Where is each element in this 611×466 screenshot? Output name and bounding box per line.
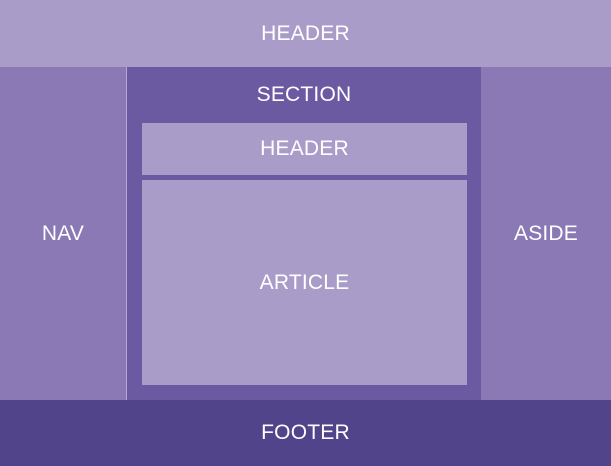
- nav-block: NAV: [0, 67, 126, 400]
- section-label: SECTION: [256, 83, 352, 106]
- article-block: ARTICLE: [142, 180, 467, 385]
- top-header-block: HEADER: [0, 0, 611, 67]
- aside-label: ASIDE: [513, 221, 579, 245]
- section-header-block: HEADER: [142, 123, 467, 175]
- footer-block: FOOTER: [0, 400, 611, 466]
- nav-label: NAV: [41, 221, 85, 245]
- section-header-label: HEADER: [260, 137, 349, 160]
- nav-section-divider: [126, 67, 127, 400]
- footer-label: FOOTER: [261, 421, 350, 444]
- top-header-label: HEADER: [261, 21, 350, 45]
- article-label: ARTICLE: [259, 270, 350, 294]
- aside-block: ASIDE: [481, 67, 611, 400]
- section-title: SECTION: [127, 67, 481, 123]
